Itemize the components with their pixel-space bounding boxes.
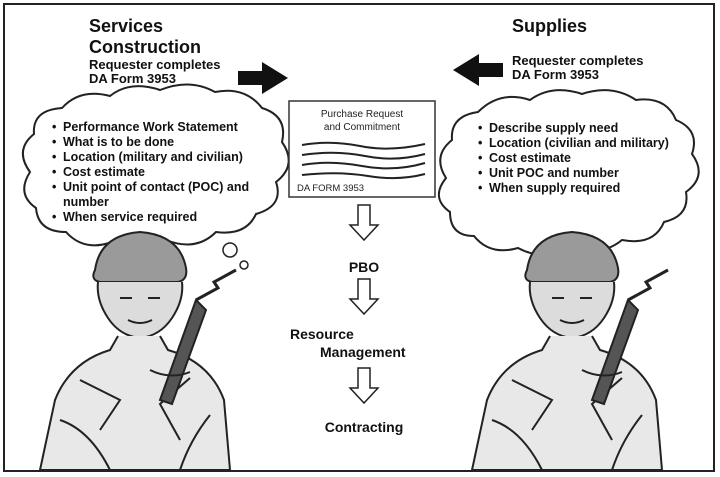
services-title: Services [89, 16, 164, 36]
right-form-line: DA Form 3953 [512, 67, 599, 82]
flow-arrow-down [348, 278, 380, 316]
list-item: Performance Work Statement [52, 120, 287, 135]
purchase-request-document [288, 100, 436, 198]
supplies-title: Supplies [512, 16, 588, 36]
list-item: Cost estimate [52, 165, 287, 180]
flow-step-resource: Resource [290, 326, 354, 342]
document-title-line1: Purchase Request [320, 109, 404, 120]
list-item: Location (civilian and military) [478, 136, 693, 151]
right-requester-line: Requester completes [512, 53, 644, 68]
left-form-line: DA Form 3953 [89, 71, 176, 86]
flow-arrow-down [348, 367, 380, 405]
list-item: Unit POC and number [478, 166, 693, 181]
right-soldier-illustration [470, 230, 669, 471]
right-black-arrow [453, 54, 503, 86]
flow-step-management: Management [320, 344, 406, 360]
services-requirements-list: Performance Work Statement What is to be… [52, 120, 287, 225]
list-item: When service required [52, 210, 287, 225]
left-cloud-bubble [222, 242, 238, 258]
document-scribble-line [301, 172, 426, 180]
left-black-arrow [238, 62, 288, 94]
document-form-label: DA FORM 3953 [297, 183, 365, 194]
document-scribble-line [301, 151, 426, 160]
document-title-line2: and Commitment [323, 122, 401, 133]
list-item: Unit point of contact (POC) and number [52, 180, 253, 210]
list-item: When supply required [478, 181, 693, 196]
document-scribble-line [301, 141, 426, 150]
list-item: Cost estimate [478, 151, 693, 166]
list-item: Describe supply need [478, 121, 693, 136]
document-scribble-line [301, 161, 426, 170]
flow-step-contracting: Contracting [324, 419, 404, 435]
left-soldier-illustration [38, 230, 237, 471]
left-cloud-bubble [239, 260, 249, 270]
flow-arrow-down [348, 204, 380, 242]
flow-step-pbo: PBO [348, 259, 380, 275]
supplies-requirements-list: Describe supply need Location (civilian … [478, 121, 693, 196]
left-requester-line: Requester completes [89, 57, 221, 72]
list-item: What is to be done [52, 135, 287, 150]
construction-title: Construction [89, 37, 201, 57]
list-item: Location (military and civilian) [52, 150, 287, 165]
